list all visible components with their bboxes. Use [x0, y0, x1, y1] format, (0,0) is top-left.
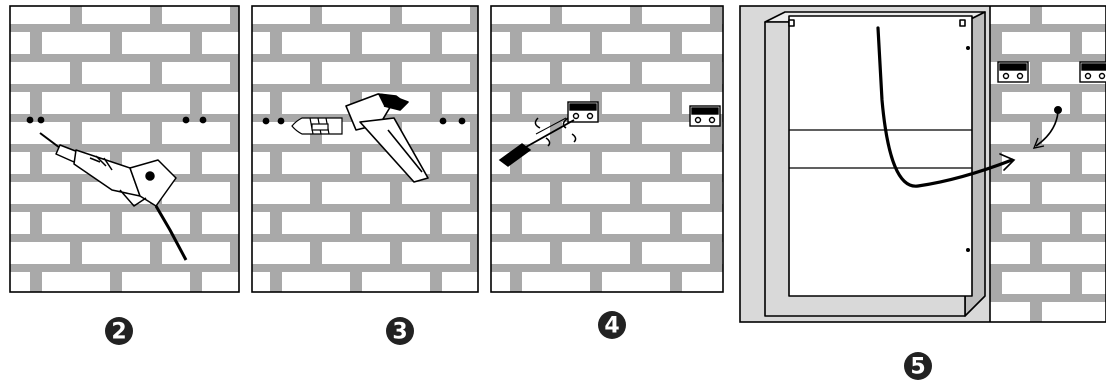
wall-bracket-right — [1079, 61, 1106, 83]
step-3-badge: 3 — [386, 317, 414, 345]
screwdriver-icon — [498, 117, 577, 167]
step-3-panel: 3 — [251, 5, 479, 345]
cabinet-icon — [764, 11, 986, 317]
step-2-badge: 2 — [105, 317, 133, 345]
wall-plug-icon — [291, 117, 343, 135]
drill-holes — [26, 116, 207, 124]
svg-text:2: 2 — [111, 320, 126, 345]
brick-wall — [990, 6, 1106, 322]
step-5-panel: 5 — [739, 5, 1106, 380]
wall-bracket-left — [997, 61, 1029, 83]
svg-text:5: 5 — [910, 355, 925, 380]
wall-bracket-left — [567, 101, 599, 123]
step-2-panel: 2 — [9, 5, 240, 345]
drill-icon — [39, 132, 188, 261]
step-5-badge: 5 — [904, 352, 932, 380]
brick-wall — [10, 6, 239, 292]
plug-holes — [262, 117, 466, 125]
svg-text:4: 4 — [604, 314, 619, 339]
curved-arrow — [1032, 106, 1062, 149]
hanging-arrow — [876, 26, 1016, 188]
hammer-icon — [345, 93, 429, 183]
step-4-panel: 4 — [490, 5, 724, 339]
step-4-badge: 4 — [598, 311, 626, 339]
wall-bracket-right — [689, 105, 721, 127]
svg-text:3: 3 — [392, 320, 407, 345]
brick-wall — [252, 6, 478, 292]
